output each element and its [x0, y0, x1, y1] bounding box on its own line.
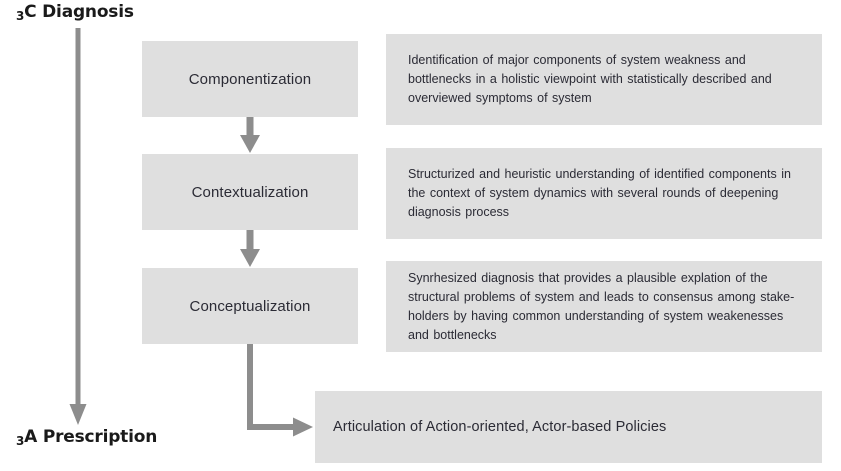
description-text-conceptualization: Synrhesized diagnosis that provides a pl… [408, 270, 795, 342]
phase-label-prescription-text: A Prescription [24, 427, 158, 447]
stage-title-componentization: Componentization [188, 70, 312, 88]
phase-label-prescription: 3A Prescription [16, 427, 158, 448]
stage-2-to-3-arrow [240, 230, 260, 267]
stage-box-contextualization: Contextualization [142, 154, 358, 230]
phase-spine-arrow [69, 28, 87, 425]
description-box-componentization: Identification of major components of sy… [386, 34, 822, 125]
stage-box-conceptualization: Conceptualization [142, 268, 358, 344]
phase-label-diagnosis-prefix: 3 [16, 9, 25, 23]
stage-1-to-2-arrow [240, 117, 260, 153]
outcome-label: Articulation of Action-oriented, Actor-b… [333, 419, 667, 435]
stage-title-contextualization: Contextualization [191, 183, 309, 201]
phase-label-diagnosis-text: C Diagnosis [24, 2, 134, 22]
description-text-componentization: Identification of major components of sy… [408, 53, 772, 105]
description-text-contextualization: Structurized and heuristic understanding… [408, 167, 791, 219]
outcome-box-policy-articulation: Articulation of Action-oriented, Actor-b… [315, 391, 822, 463]
stage-title-conceptualization: Conceptualization [189, 297, 311, 315]
stage-box-componentization: Componentization [142, 41, 358, 117]
description-box-conceptualization: Synrhesized diagnosis that provides a pl… [386, 261, 822, 352]
phase-label-diagnosis: 3C Diagnosis [16, 2, 134, 23]
phase-label-prescription-prefix: 3 [16, 434, 25, 448]
description-box-contextualization: Structurized and heuristic understanding… [386, 148, 822, 239]
stage-3-to-outcome-arrow [247, 344, 313, 437]
